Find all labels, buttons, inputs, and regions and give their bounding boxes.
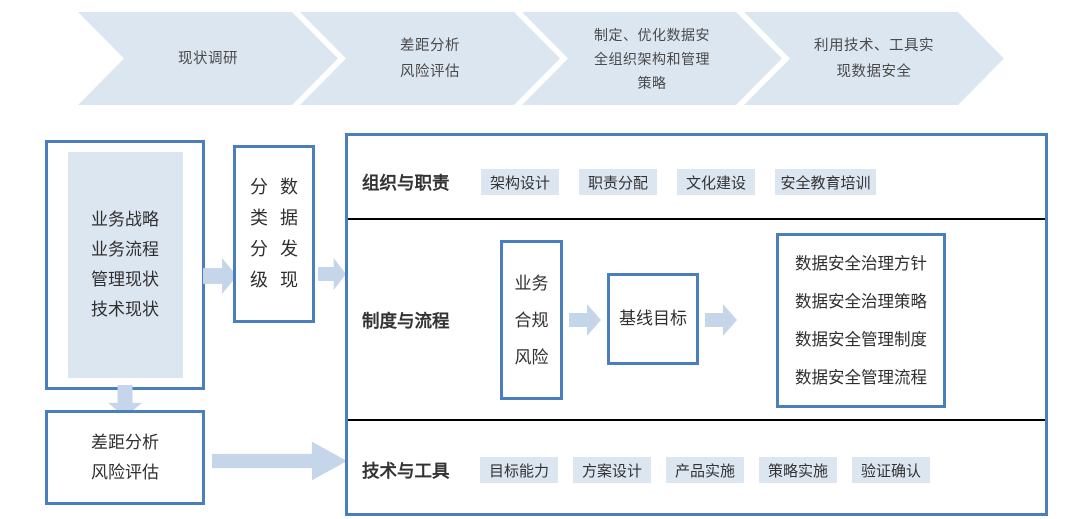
baseline-target-text: 基线目标 (607, 273, 699, 365)
process-step-3[interactable]: 制定、优化数据安 全组织架构和管理 策略 (522, 12, 782, 105)
discovery-char-r-2: 据 (280, 208, 298, 228)
data-discovery-col-right: 数 据 发 现 (280, 172, 298, 296)
process-step-4[interactable]: 利用技术、工具实 现数据安全 (744, 12, 1004, 105)
discovery-char-l-4: 级 (250, 270, 268, 290)
panel-divider-1 (348, 218, 1045, 220)
current-state-box-fill (68, 152, 183, 378)
gap-analysis-item-1: 差距分析 (91, 432, 159, 452)
gap-analysis-items: 差距分析 风险评估 (45, 410, 205, 505)
tag-technology-1[interactable]: 目标能力 (480, 457, 558, 483)
arrow-right-source-to-baseline (569, 304, 601, 336)
tag-organization-1[interactable]: 架构设计 (481, 169, 559, 195)
discovery-char-r-4: 现 (280, 270, 298, 290)
discovery-char-r-1: 数 (280, 177, 298, 197)
policy-output-item-3: 数据安全管理制度 (795, 330, 927, 349)
tag-technology-5[interactable]: 验证确认 (852, 457, 930, 483)
baseline-target-box[interactable] (607, 273, 699, 365)
arrow-right-to-main-panel (318, 258, 346, 290)
current-state-item-3: 管理现状 (91, 270, 159, 289)
policy-source-item-3: 风险 (514, 347, 549, 367)
panel-divider-2 (348, 419, 1045, 421)
tag-organization-2[interactable]: 职责分配 (579, 169, 657, 195)
process-step-1[interactable]: 现状调研 (78, 12, 338, 105)
discovery-char-l-2: 类 (250, 208, 268, 228)
main-panel: 组织与职责 架构设计 职责分配 文化建设 安全教育培训 制度与流程 业务 合规 … (345, 133, 1048, 516)
process-step-2-line-2: 风险评估 (400, 63, 460, 80)
tag-technology-3[interactable]: 产品实施 (666, 457, 744, 483)
data-discovery-box[interactable] (233, 145, 315, 323)
baseline-target-label: 基线目标 (619, 309, 687, 328)
tag-technology-4[interactable]: 策略实施 (759, 457, 837, 483)
data-discovery-col-left: 分 类 分 级 (250, 172, 268, 296)
gap-analysis-item-2: 风险评估 (91, 462, 159, 482)
process-step-1-line-1: 现状调研 (178, 50, 238, 67)
policy-output-box[interactable] (776, 233, 946, 408)
current-state-item-1: 业务战略 (91, 210, 159, 229)
row-technology-label: 技术与工具 (362, 461, 450, 481)
discovery-char-l-1: 分 (250, 177, 268, 197)
policy-source-box[interactable] (500, 240, 563, 400)
tag-organization-4[interactable]: 安全教育培训 (775, 169, 876, 195)
gap-analysis-box[interactable] (45, 410, 205, 505)
arrow-right-gap-to-technology (212, 441, 347, 481)
policy-source-item-2: 合规 (514, 310, 549, 330)
tag-technology-2[interactable]: 方案设计 (573, 457, 651, 483)
current-state-items: 业务战略 业务流程 管理现状 技术现状 (45, 140, 205, 390)
current-state-item-2: 业务流程 (91, 240, 159, 259)
process-step-3-line-1: 制定、优化数据安 (594, 26, 710, 43)
tag-organization-3[interactable]: 文化建设 (677, 169, 755, 195)
policy-output-item-1: 数据安全治理方针 (795, 254, 927, 273)
policy-source-items: 业务 合规 风险 (500, 240, 563, 400)
data-discovery-text: 数 据 发 现 分 类 分 级 (233, 145, 315, 323)
arrow-right-baseline-to-outputs (705, 304, 737, 336)
current-state-item-4: 技术现状 (91, 300, 159, 319)
discovery-char-r-3: 发 (280, 239, 298, 259)
policy-output-items: 数据安全治理方针 数据安全治理策略 数据安全管理制度 数据安全管理流程 (776, 233, 946, 408)
row-policy-label: 制度与流程 (362, 311, 450, 331)
discovery-char-l-3: 分 (250, 239, 268, 259)
policy-source-item-1: 业务 (514, 273, 549, 293)
process-step-3-line-2: 全组织架构和管理 (594, 50, 710, 67)
policy-output-item-4: 数据安全管理流程 (795, 368, 927, 387)
process-step-4-line-2: 现数据安全 (836, 63, 912, 80)
process-step-2-line-1: 差距分析 (400, 37, 460, 54)
process-step-3-line-3: 策略 (637, 74, 667, 91)
arrow-right-to-discovery-box (203, 258, 237, 294)
process-step-4-line-1: 利用技术、工具实 (814, 37, 934, 54)
policy-output-item-2: 数据安全治理策略 (795, 292, 927, 311)
row-organization-label: 组织与职责 (362, 173, 450, 193)
process-step-2[interactable]: 差距分析 风险评估 (300, 12, 560, 105)
